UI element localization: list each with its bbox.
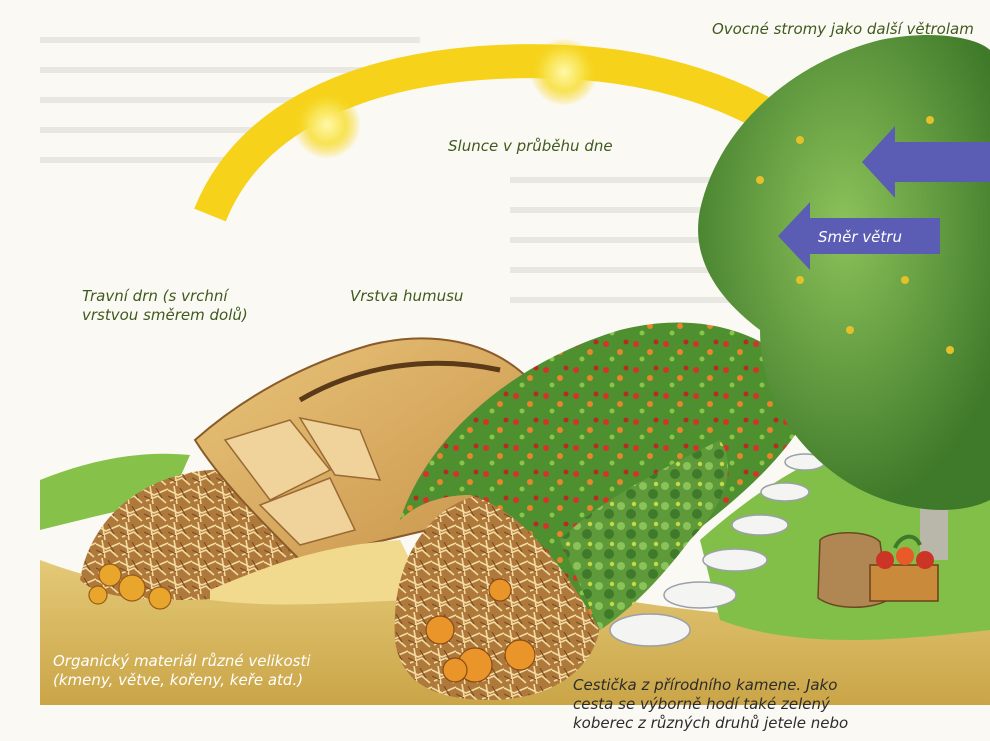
sun-label: Slunce v průběhu dne xyxy=(448,137,613,156)
path-label-line3: koberec z různých druhů jetele nebo xyxy=(573,714,848,733)
path-label-line2: cesta se výborně hodí také zelený xyxy=(573,695,848,714)
organic-label-line2: (kmeny, větve, kořeny, keře atd.) xyxy=(53,671,311,690)
organic-label-line1: Organický materiál různé velikosti xyxy=(53,652,311,671)
path-label-line1: Cestička z přírodního kamene. Jako xyxy=(573,676,848,695)
sun-icon xyxy=(293,91,361,159)
wind-label: Směr větru xyxy=(818,228,902,246)
path-label: Cestička z přírodního kamene. Jako cesta… xyxy=(573,676,848,733)
orchard-label: Ovocné stromy jako další větrolam xyxy=(712,20,974,39)
turf-label-line2: vrstvou směrem dolů) xyxy=(82,306,248,325)
turf-label-line1: Travní drn (s vrchní xyxy=(82,287,248,306)
humus-label: Vrstva humusu xyxy=(350,287,463,306)
sun-icon xyxy=(530,38,598,106)
crate xyxy=(870,565,938,601)
turf-label: Travní drn (s vrchní vrstvou směrem dolů… xyxy=(82,287,248,325)
organic-label: Organický materiál různé velikosti (kmen… xyxy=(53,652,311,690)
